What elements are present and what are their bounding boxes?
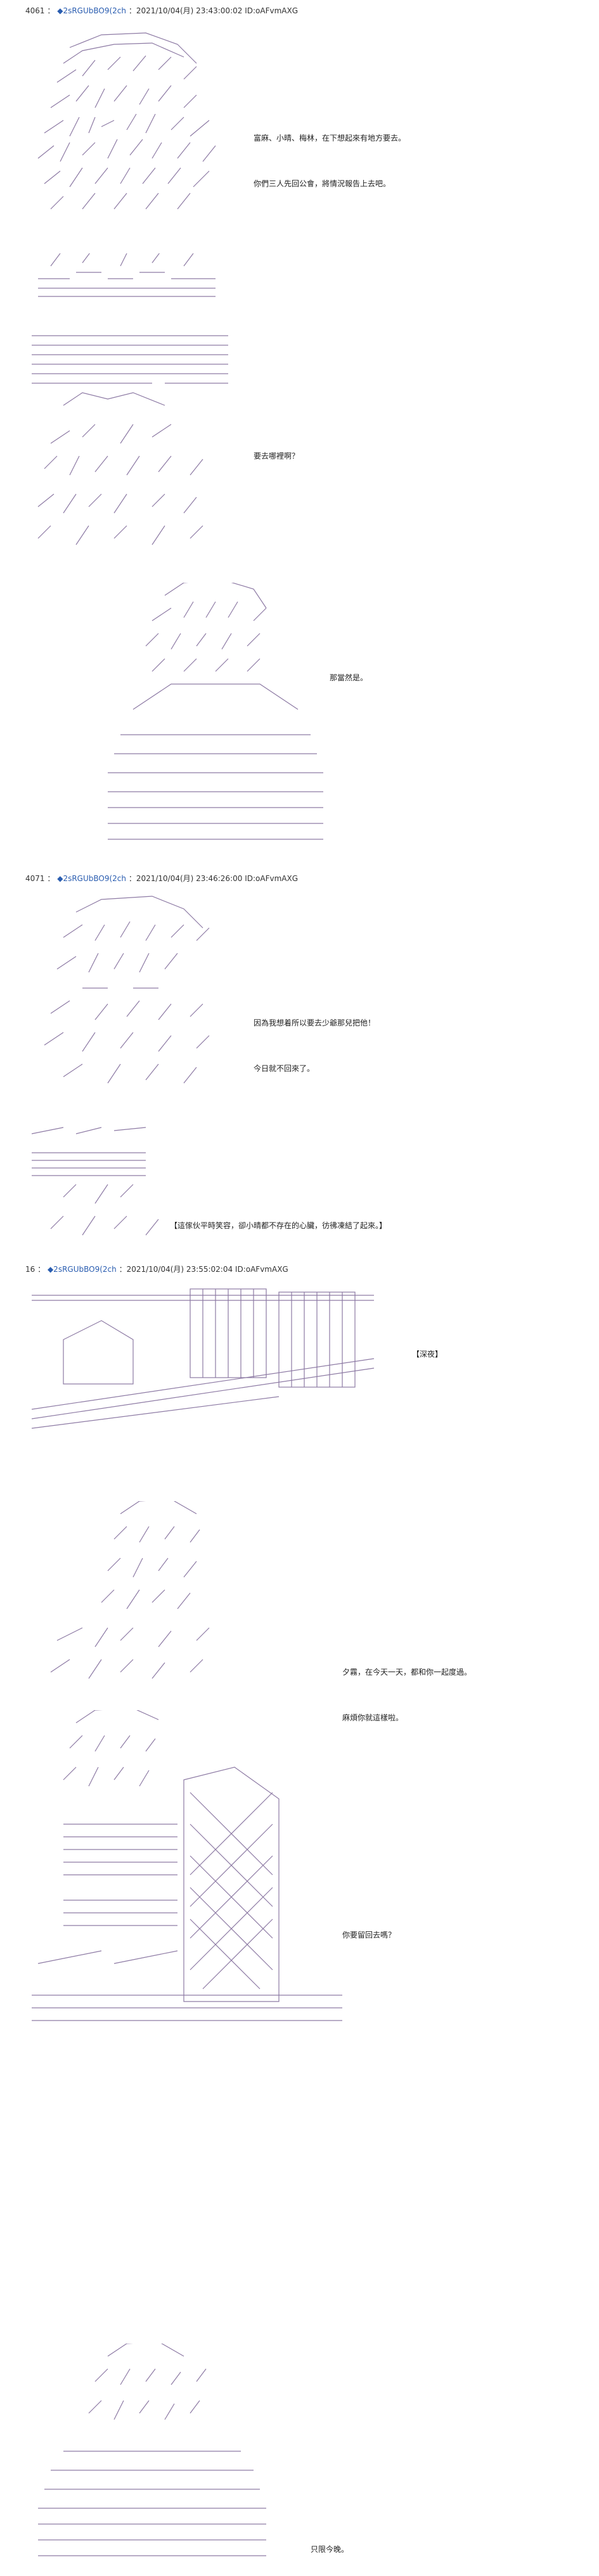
dialogue-line: 夕霧，在今天一天，都和你一起度過。: [342, 1668, 472, 1677]
ascii-art-character: [37, 32, 216, 210]
dialogue-box: 只限今晚。: [311, 2511, 349, 2572]
ascii-art-scene: [31, 1288, 375, 1429]
dialogue-line: 要去哪裡啊？: [254, 452, 300, 460]
ascii-art-character: [32, 1710, 342, 2021]
ascii-art-character: [50, 1501, 210, 1679]
post-number: 16: [25, 1265, 35, 1274]
post-sep: ：: [47, 874, 55, 883]
poster-name[interactable]: ◆2sRGUbBO9(2ch: [57, 874, 126, 883]
post-header-1: 4061 ： ◆2sRGUbBO9(2ch ：2021/10/04(月) 23:…: [25, 5, 298, 16]
dialogue-box: 因為我想着所以要去少爺那兒把他！ 今日就不回來了。: [254, 985, 375, 1091]
ascii-art-character: [38, 2344, 266, 2556]
post-date-id: ：2021/10/04(月) 23:46:26:00 ID:oAFvmAXG: [128, 874, 298, 883]
dialogue-line: 只限今晚。: [311, 2545, 349, 2554]
ascii-art-character: [108, 583, 323, 840]
dialogue-box: 那當然是。: [330, 640, 368, 701]
dialogue-box: 【這傢伙平時笑容，卻小晴都不存在的心臟，彷彿凍結了起來。】: [170, 1188, 387, 1248]
poster-name[interactable]: ◆2sRGUbBO9(2ch: [57, 6, 126, 15]
post-date-id: ：2021/10/04(月) 23:55:02:04 ID:oAFvmAXG: [119, 1265, 288, 1274]
dialogue-box: 富麻、小晴、梅林，在下想起來有地方要去。 你們三人先回公會，將情況報告上去吧。: [254, 100, 406, 206]
dialogue-line: 麻煩你就這樣啦。: [342, 1713, 404, 1722]
poster-name[interactable]: ◆2sRGUbBO9(2ch: [47, 1265, 117, 1274]
post-sep: ：: [37, 1265, 46, 1274]
ascii-art-scene: [32, 253, 228, 545]
ascii-art-character: [44, 896, 210, 1084]
dialogue-line: 【深夜】: [412, 1350, 443, 1359]
dialogue-line: 你要留回去嗎？: [342, 1931, 396, 1939]
post-date-id: ：2021/10/04(月) 23:43:00:02 ID:oAFvmAXG: [128, 6, 298, 15]
dialogue-box: 你要留回去嗎？: [342, 1897, 396, 1958]
dialogue-line: 那當然是。: [330, 673, 368, 682]
ascii-art-scene: [31, 1127, 159, 1236]
dialogue-line: 今日就不回來了。: [254, 1064, 315, 1073]
dialogue-line: 富麻、小晴、梅林，在下想起來有地方要去。: [254, 134, 406, 143]
dialogue-line: 【這傢伙平時笑容，卻小晴都不存在的心臟，彷彿凍結了起來。】: [170, 1221, 387, 1230]
post-sep: ：: [47, 6, 55, 15]
post-header-2: 4071 ： ◆2sRGUbBO9(2ch ：2021/10/04(月) 23:…: [25, 873, 298, 884]
dialogue-line: 你們三人先回公會，將情況報告上去吧。: [254, 179, 391, 188]
post-header-3: 16 ： ◆2sRGUbBO9(2ch ：2021/10/04(月) 23:55…: [25, 1264, 288, 1274]
dialogue-box: 要去哪裡啊？: [254, 418, 299, 479]
dialogue-box: 【深夜】: [412, 1316, 442, 1377]
post-number: 4071: [25, 874, 45, 883]
dialogue-box: 夕霧，在今天一天，都和你一起度過。 麻煩你就這樣啦。: [342, 1634, 472, 1741]
post-number: 4061: [25, 6, 45, 15]
dialogue-line: 因為我想着所以要去少爺那兒把他！: [254, 1018, 376, 1027]
